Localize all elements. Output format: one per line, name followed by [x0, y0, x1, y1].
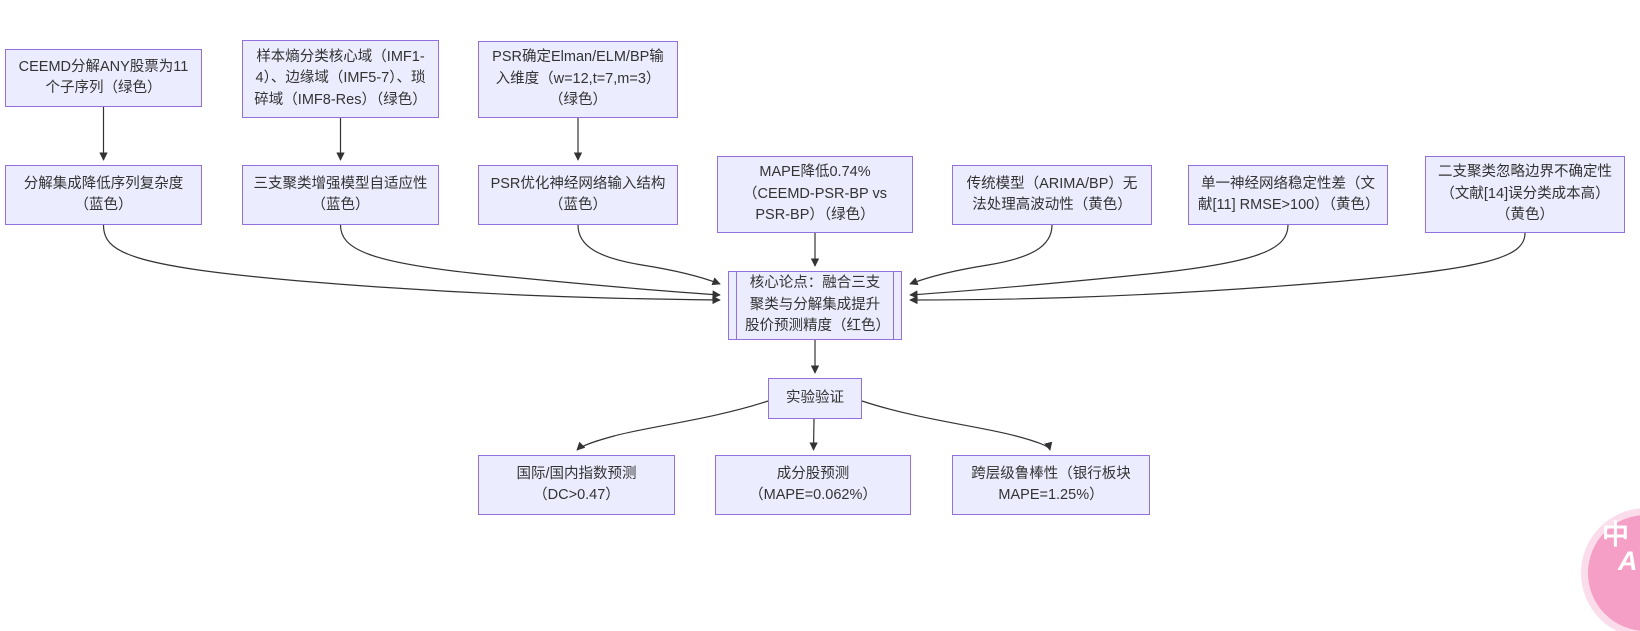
- node-psr: PSR确定Elman/ELM/BP输入维度（w=12,t=7,m=3）（绿色）: [478, 41, 678, 118]
- translate-zh-glyph: 中: [1602, 520, 1629, 550]
- edge-traditional-core: [909, 224, 1053, 286]
- node-two-way: 二支聚类忽略边界不确定性（文献[14]误分类成本高）（黄色）: [1425, 156, 1625, 233]
- node-stock-pred-label: 成分股预测（MAPE=0.062%）: [749, 465, 877, 503]
- node-two-way-label: 二支聚类忽略边界不确定性（文献[14]误分类成本高）（黄色）: [1438, 164, 1612, 224]
- core-right-bar: [893, 272, 894, 339]
- edge-decomp-core: [102, 224, 721, 305]
- node-decomp-benefit-label: 分解集成降低序列复杂度（蓝色）: [23, 175, 184, 213]
- node-index-pred-label: 国际/国内指数预测（DC>0.47）: [516, 465, 637, 503]
- node-traditional-label: 传统模型（ARIMA/BP）无法处理高波动性（黄色）: [966, 175, 1138, 213]
- edge-psrbenefit-core: [577, 224, 721, 286]
- edge-singlenn-core: [909, 224, 1289, 299]
- node-stock-pred: 成分股预测（MAPE=0.062%）: [715, 455, 911, 515]
- edge-layer: [99, 107, 1526, 451]
- node-psr-benefit: PSR优化神经网络输入结构（蓝色）: [478, 165, 678, 225]
- node-twc-benefit: 三支聚类增强模型自适应性（蓝色）: [242, 165, 439, 225]
- node-robustness-label: 跨层级鲁棒性（银行板块 MAPE=1.25%）: [971, 465, 1131, 503]
- node-core-thesis: 核心论点：融合三支聚类与分解集成提升股价预测精度（红色）: [728, 271, 902, 340]
- node-ceemd: CEEMD分解ANY股票为11个子序列（绿色）: [5, 49, 202, 107]
- edge-validation-index: [576, 400, 769, 451]
- node-mape-gain-label: MAPE降低0.74%（CEEMD-PSR-BP vs PSR-BP）（绿色）: [743, 164, 887, 224]
- node-index-pred: 国际/国内指数预测（DC>0.47）: [478, 455, 675, 515]
- node-robustness: 跨层级鲁棒性（银行板块 MAPE=1.25%）: [952, 455, 1150, 515]
- node-single-nn-label: 单一神经网络稳定性差（文献[11] RMSE>100）（黄色）: [1198, 175, 1380, 213]
- node-validation: 实验验证: [768, 378, 862, 419]
- edge-validation-robustness: [861, 400, 1053, 451]
- edge-twoway-core: [909, 232, 1526, 305]
- core-left-bar: [736, 272, 737, 339]
- node-mape-gain: MAPE降低0.74%（CEEMD-PSR-BP vs PSR-BP）（绿色）: [717, 156, 913, 233]
- edge-validation-stock: [809, 418, 818, 451]
- node-ceemd-label: CEEMD分解ANY股票为11个子序列（绿色）: [18, 58, 189, 96]
- edge-twc-core: [339, 224, 721, 299]
- node-single-nn: 单一神经网络稳定性差（文献[11] RMSE>100）（黄色）: [1188, 165, 1388, 225]
- node-twc-benefit-label: 三支聚类增强模型自适应性（蓝色）: [253, 175, 428, 213]
- node-decomp-benefit: 分解集成降低序列复杂度（蓝色）: [5, 165, 202, 225]
- node-psr-label: PSR确定Elman/ELM/BP输入维度（w=12,t=7,m=3）（绿色）: [492, 49, 664, 109]
- node-psr-benefit-label: PSR优化神经网络输入结构（蓝色）: [490, 175, 666, 213]
- node-entropy-label: 样本熵分类核心域（IMF1-4）、边缘域（IMF5-7）、琐碎域（IMF8-Re…: [254, 48, 427, 108]
- flowchart-canvas: CEEMD分解ANY股票为11个子序列（绿色） 样本熵分类核心域（IMF1-4）…: [5, 40, 1640, 631]
- node-entropy: 样本熵分类核心域（IMF1-4）、边缘域（IMF5-7）、琐碎域（IMF8-Re…: [242, 40, 439, 118]
- node-core-thesis-label: 核心论点：融合三支聚类与分解集成提升股价预测精度（红色）: [745, 275, 890, 335]
- translate-en-glyph: A: [1618, 545, 1638, 576]
- node-traditional: 传统模型（ARIMA/BP）无法处理高波动性（黄色）: [952, 165, 1152, 225]
- node-validation-label: 实验验证: [786, 389, 844, 406]
